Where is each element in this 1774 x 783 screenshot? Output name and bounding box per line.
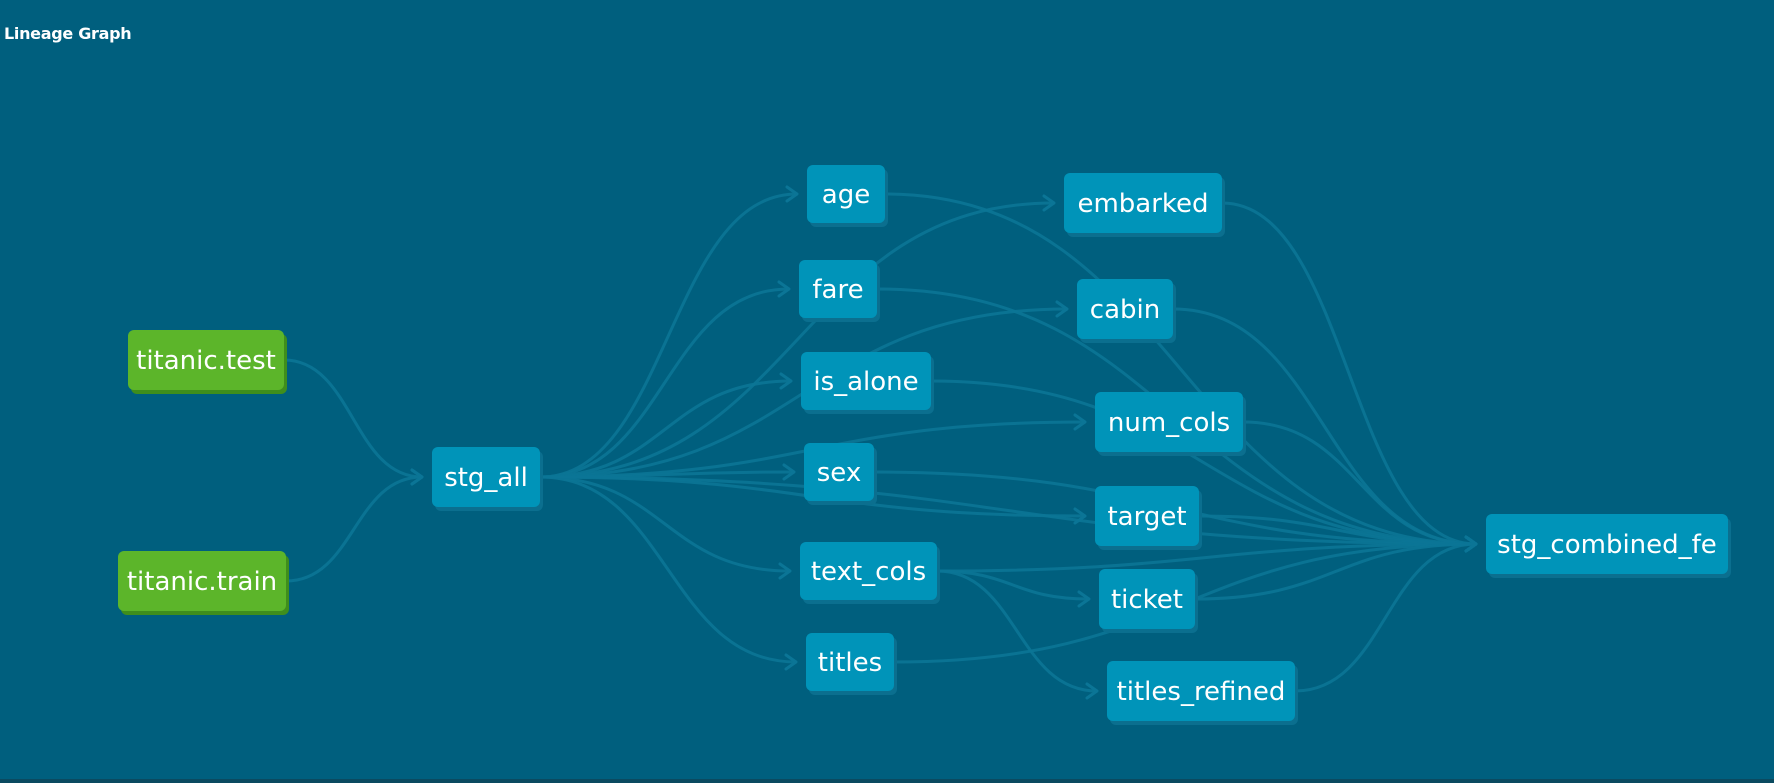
node-box[interactable] <box>1099 569 1195 629</box>
node-box[interactable] <box>806 633 894 691</box>
edge-age-to-stg_combined_fe <box>884 192 1477 546</box>
node-label: titles <box>818 648 882 678</box>
arrowhead-stg_all-to-titles <box>784 653 798 671</box>
edge-text_cols-to-titles_refined <box>936 569 1098 693</box>
node-is-alone[interactable]: is_alone <box>801 352 934 414</box>
node-stg-all[interactable]: stg_all <box>432 447 543 511</box>
edge-titles_refined-to-stg_combined_fe <box>1294 542 1477 693</box>
node-box[interactable] <box>804 443 874 501</box>
node-fare[interactable]: fare <box>799 260 880 322</box>
node-target[interactable]: target <box>1095 486 1202 550</box>
nodes-layer: titanic.test titanic.train stg_all age fare i… <box>118 165 1731 725</box>
node-label: titanic.train <box>127 567 277 597</box>
node-box[interactable] <box>1486 514 1728 574</box>
arrowhead-stg_all-to-age <box>785 185 799 203</box>
node-label: ticket <box>1111 585 1183 615</box>
node-label: fare <box>812 275 863 305</box>
node-num-cols[interactable]: num_cols <box>1095 392 1246 456</box>
edge-titanic_train-to-stg_all <box>285 475 423 583</box>
edge-stg_all-to-is_alone <box>539 379 792 479</box>
node-age[interactable]: age <box>807 165 888 227</box>
node-box[interactable] <box>118 551 286 611</box>
arrowhead-titles_refined-to-stg_combined_fe <box>1464 535 1478 553</box>
edge-ticket-to-stg_combined_fe <box>1194 542 1477 601</box>
node-label: is_alone <box>813 367 918 397</box>
node-box[interactable] <box>432 447 540 507</box>
node-label: cabin <box>1090 295 1160 325</box>
node-label: text_cols <box>811 557 926 587</box>
node-titles[interactable]: titles <box>806 633 897 695</box>
edge-stg_all-to-stg_combined_fe <box>539 475 1477 546</box>
node-label: sex <box>817 458 861 488</box>
node-box[interactable] <box>800 542 937 600</box>
node-box[interactable] <box>1077 279 1173 339</box>
edge-embarked-to-stg_combined_fe <box>1221 201 1477 546</box>
node-label: stg_combined_fe <box>1497 530 1717 560</box>
edges-layer <box>283 185 1478 700</box>
bottom-border <box>0 779 1774 783</box>
node-embarked[interactable]: embarked <box>1064 173 1225 237</box>
edge-text_cols-to-stg_combined_fe <box>936 542 1477 573</box>
edge-is_alone-to-stg_combined_fe <box>930 379 1477 546</box>
edge-num_cols-to-stg_combined_fe <box>1242 420 1477 546</box>
node-box[interactable] <box>807 165 885 223</box>
node-ticket[interactable]: ticket <box>1099 569 1198 633</box>
node-label: titanic.test <box>136 346 276 376</box>
node-text-cols[interactable]: text_cols <box>800 542 940 604</box>
arrowhead-stg_all-to-cabin <box>1055 300 1069 318</box>
node-box[interactable] <box>799 260 877 318</box>
edge-stg_all-to-fare <box>539 287 790 479</box>
node-label: embarked <box>1077 189 1208 219</box>
node-stg-combined-fe[interactable]: stg_combined_fe <box>1486 514 1731 578</box>
node-sex[interactable]: sex <box>804 443 877 505</box>
arrowhead-titanic_train-to-stg_all <box>410 468 424 486</box>
node-label: num_cols <box>1108 408 1230 438</box>
node-box[interactable] <box>1095 392 1243 452</box>
arrowhead-stg_all-to-sex <box>782 463 796 481</box>
edge-stg_all-to-text_cols <box>539 475 791 573</box>
arrowhead-stg_all-to-text_cols <box>778 562 792 580</box>
node-titles-refined[interactable]: titles_refined <box>1107 661 1298 725</box>
node-box[interactable] <box>128 330 284 390</box>
edge-titanic_test-to-stg_all <box>283 358 423 479</box>
arrowhead-text_cols-to-ticket <box>1077 590 1091 608</box>
node-box[interactable] <box>1095 486 1199 546</box>
page-title: Lineage Graph <box>4 24 132 43</box>
edge-stg_all-to-embarked <box>539 201 1055 479</box>
node-label: titles_refined <box>1117 677 1286 707</box>
node-box[interactable] <box>801 352 931 410</box>
node-label: target <box>1107 502 1186 532</box>
arrowhead-stg_all-to-fare <box>777 280 791 298</box>
arrowhead-stg_all-to-is_alone <box>779 372 793 390</box>
arrowhead-stg_all-to-embarked <box>1042 194 1056 212</box>
node-titanic-test[interactable]: titanic.test <box>128 330 287 394</box>
node-label: age <box>822 180 870 210</box>
node-titanic-train[interactable]: titanic.train <box>118 551 289 615</box>
node-box[interactable] <box>1107 661 1295 721</box>
node-label: stg_all <box>444 463 528 493</box>
edge-target-to-stg_combined_fe <box>1198 514 1477 546</box>
arrowhead-text_cols-to-titles_refined <box>1085 682 1099 700</box>
node-cabin[interactable]: cabin <box>1077 279 1176 343</box>
edge-stg_all-to-titles <box>539 475 797 664</box>
edge-stg_all-to-age <box>539 192 798 479</box>
node-box[interactable] <box>1064 173 1222 233</box>
arrowhead-stg_all-to-num_cols <box>1073 413 1087 431</box>
